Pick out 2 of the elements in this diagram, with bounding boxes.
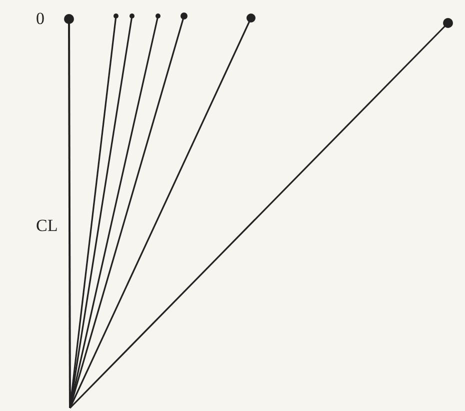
axis-label: CL xyxy=(36,217,58,234)
axis-label: 0 xyxy=(36,10,44,27)
